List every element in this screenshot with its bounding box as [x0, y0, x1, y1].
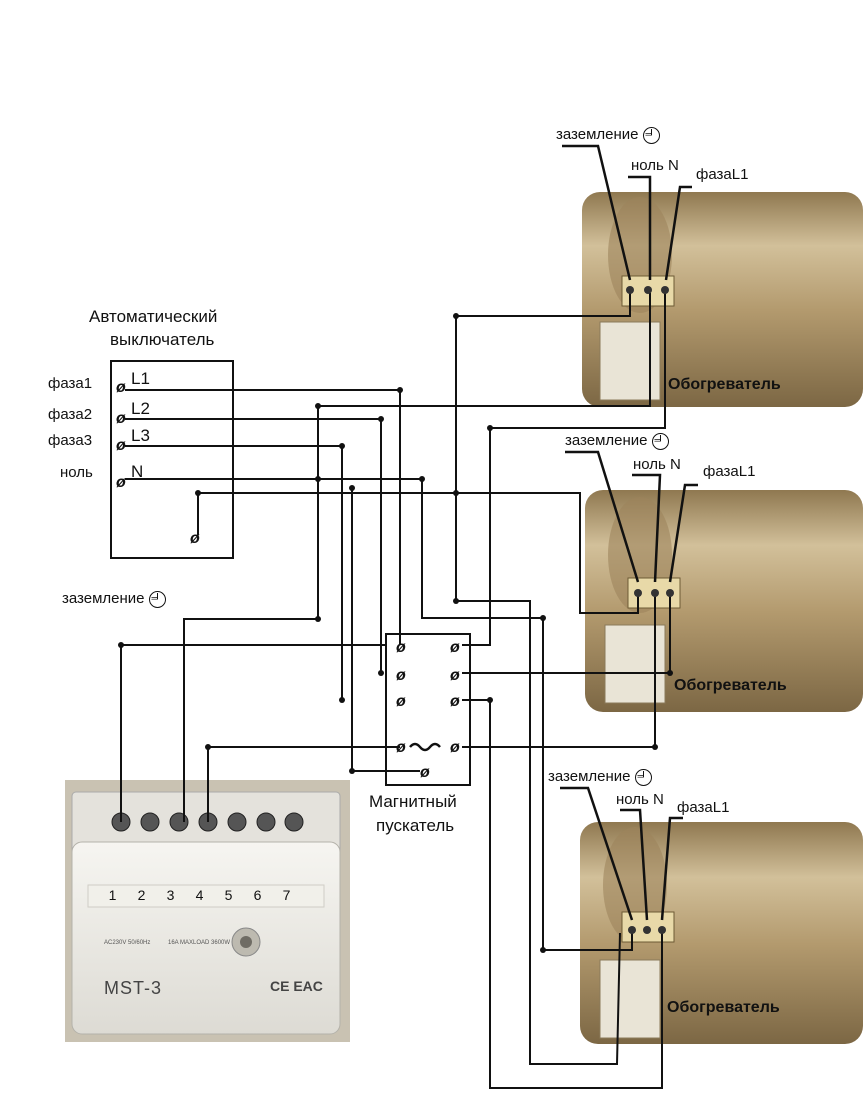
thermostat-terminal-1: 1 — [108, 887, 117, 903]
heater-3-phase-label: фазаL1 — [677, 799, 730, 816]
svg-text:ø: ø — [116, 437, 126, 454]
contactor-label-line1: Магнитный — [369, 792, 457, 811]
breaker-terminal-L1: L1 — [131, 369, 150, 388]
svg-text:ø: ø — [396, 667, 406, 684]
heater-leader-lines — [560, 144, 698, 921]
thermostat-terminal-numbers: 1 2 3 4 5 6 7 — [98, 887, 301, 903]
breaker-terminal-N: N — [131, 462, 144, 481]
heater-3 — [580, 822, 863, 1044]
heater-3-title: Обогреватель — [667, 999, 780, 1016]
thermostat-marks: CE EAC — [270, 978, 323, 994]
breaker-title-line1: Автоматический — [89, 307, 218, 326]
breaker-title-line2: выключатель — [110, 330, 215, 349]
thermostat-load-text: 16A MAXLOAD 3600W — [168, 940, 231, 946]
svg-text:ø: ø — [450, 667, 460, 684]
thermostat-terminal-7: 7 — [282, 887, 291, 903]
heater-3-neutral-label: ноль N — [616, 791, 664, 808]
contactor-label-line2: пускатель — [376, 816, 455, 835]
thermostat-spec-text: AC230V 50/60Hz — [104, 940, 151, 946]
heater-1-neutral-label: ноль N — [631, 157, 679, 174]
breaker-label-phase3: фаза3 — [48, 432, 93, 449]
heater-3-ground-text: заземление — [548, 768, 631, 785]
breaker-label-phase2: фаза2 — [48, 406, 93, 423]
ground-icon — [634, 768, 652, 786]
breaker-label-neutral: ноль — [60, 464, 93, 481]
heater-1-ground-text: заземление — [556, 126, 639, 143]
breaker-ground-text: заземление — [62, 590, 145, 607]
breaker-box — [110, 360, 234, 559]
heater-1 — [582, 192, 863, 407]
svg-text:ø: ø — [396, 739, 406, 756]
heater-terminals — [626, 286, 674, 934]
heater-1-ground-label: заземление — [556, 126, 660, 144]
thermostat-model: MST-3 — [104, 978, 163, 998]
heater-2-phase-label: фазаL1 — [703, 463, 756, 480]
heater-2-ground-text: заземление — [565, 432, 648, 449]
contactor-coil — [409, 742, 441, 752]
junction-dots — [118, 313, 673, 953]
contactor-box — [385, 633, 471, 786]
thermostat-terminal-3: 3 — [166, 887, 175, 903]
svg-text:ø: ø — [396, 639, 406, 656]
heater-1-title: Обогреватель — [668, 376, 781, 393]
thermostat-terminal-4: 4 — [195, 887, 204, 903]
svg-text:ø: ø — [116, 379, 126, 396]
breaker-terminal-L3: L3 — [131, 426, 150, 445]
svg-text:ø: ø — [116, 474, 126, 491]
svg-text:ø: ø — [450, 739, 460, 756]
thermostat-terminal-5: 5 — [224, 887, 233, 903]
ground-icon — [642, 126, 660, 144]
svg-text:ø: ø — [116, 410, 126, 427]
svg-text:ø: ø — [420, 764, 430, 781]
heater-2-ground-label: заземление — [565, 432, 669, 450]
ground-icon — [651, 432, 669, 450]
breaker-terminal-L2: L2 — [131, 399, 150, 418]
ground-icon — [148, 590, 166, 608]
breaker-label-phase1: фаза1 — [48, 375, 93, 392]
svg-text:ø: ø — [396, 693, 406, 710]
svg-text:ø: ø — [190, 530, 200, 547]
svg-text:ø: ø — [450, 693, 460, 710]
heater-1-phase-label: фазаL1 — [696, 166, 749, 183]
heater-2-title: Обогреватель — [674, 677, 787, 694]
thermostat-device — [65, 780, 350, 1042]
thermostat-terminal-6: 6 — [253, 887, 262, 903]
heater-2-neutral-label: ноль N — [633, 456, 681, 473]
svg-text:ø: ø — [450, 639, 460, 656]
breaker-ground-label: заземление — [62, 590, 166, 608]
heater-3-ground-label: заземление — [548, 768, 652, 786]
thermostat-terminal-2: 2 — [137, 887, 146, 903]
